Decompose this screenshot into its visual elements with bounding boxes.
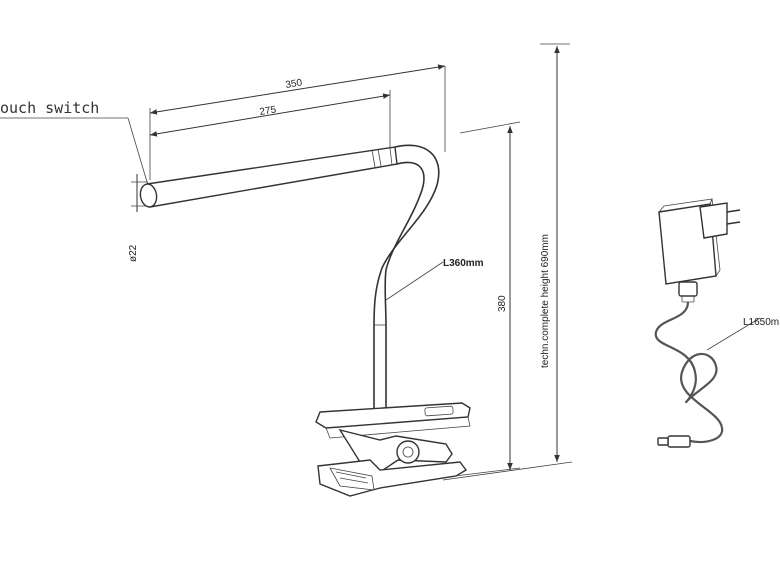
adapter-cable (654, 301, 724, 444)
lamp-arm (139, 146, 398, 208)
dim-label-275: 275 (259, 104, 278, 118)
clamp-pivot (396, 440, 420, 464)
adapter-plug (699, 202, 728, 239)
gooseneck (373, 144, 440, 418)
dim-label-350: 350 (285, 77, 304, 91)
dim-label-diameter: ø22 (128, 244, 139, 262)
touch-switch-leader (127, 117, 151, 193)
touch-switch-label: ouch switch (0, 99, 99, 117)
touch-switch-end-cap (139, 183, 158, 208)
gooseneck-length-label: L360mm (443, 258, 484, 269)
complete-height-label: techn.complete height 690mm (540, 234, 551, 368)
gooseneck-leader (385, 261, 444, 301)
dim-line-275 (149, 93, 391, 137)
adapter-strain-relief (678, 281, 698, 297)
dim-label-380: 380 (497, 295, 508, 312)
power-adapter (658, 198, 741, 303)
ext-line-380-top (459, 121, 521, 134)
dim-line-350 (149, 64, 446, 115)
dc-connector (657, 435, 691, 448)
cable-leader (706, 317, 761, 351)
ext-line-height-bottom (442, 461, 573, 481)
cable-length-label: L1650m (743, 317, 779, 328)
clamp-base (315, 402, 471, 497)
